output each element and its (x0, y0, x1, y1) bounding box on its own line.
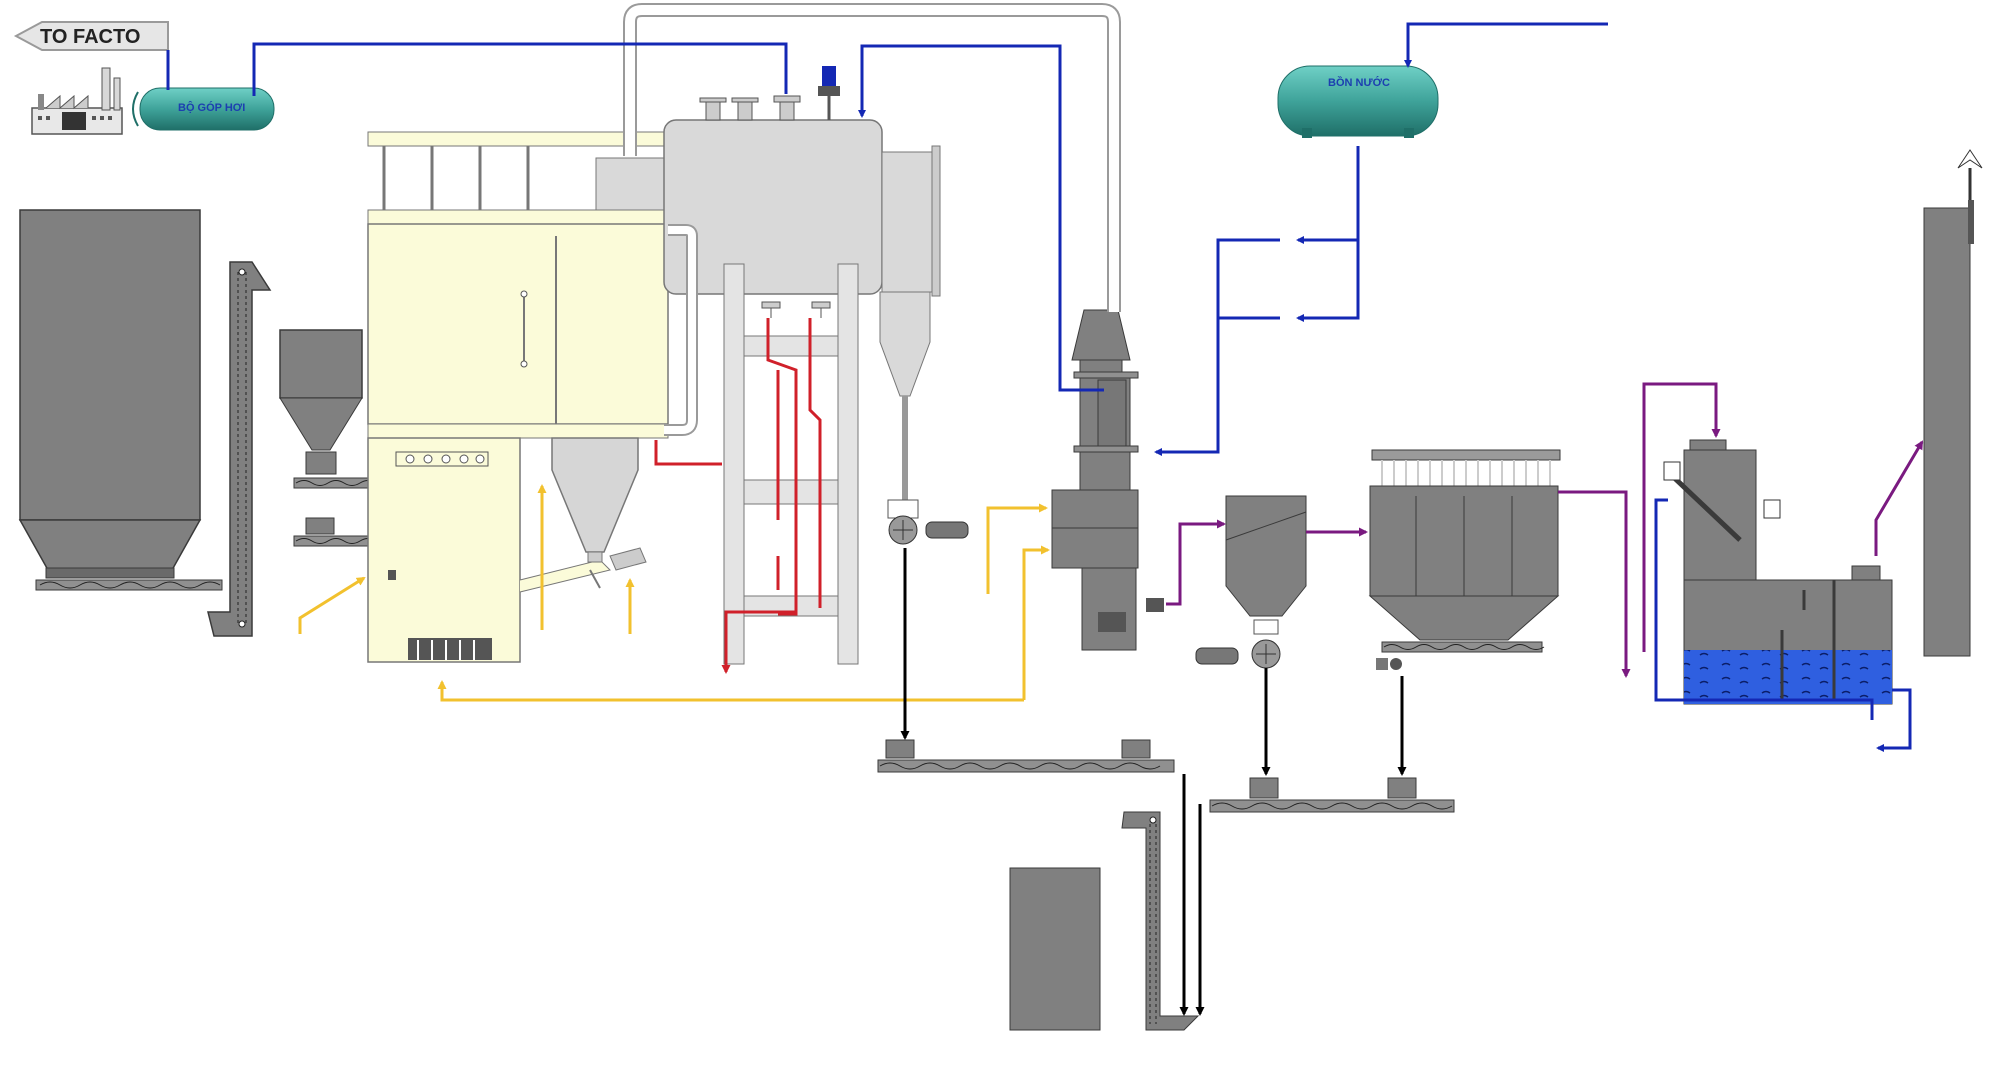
multicyclone (1195, 495, 1307, 669)
bag-filter (1368, 449, 1561, 670)
steam-pipe (623, 3, 1121, 436)
fuel-silo (18, 209, 223, 591)
steam-drum (595, 66, 883, 295)
air-preheater (879, 145, 969, 545)
ash-discharge-lines (900, 548, 1407, 1016)
wet-scrubber (1663, 439, 1893, 705)
bucket-elevator-ash (1121, 811, 1200, 1031)
ash-conveyor-1 (877, 739, 1175, 773)
chimney-stack (1923, 149, 1983, 657)
air-feed-pipes (298, 484, 1050, 702)
to-factory-label: TO FACTO (40, 26, 140, 48)
feed-hopper (279, 329, 385, 547)
factory-icon (31, 67, 123, 135)
water-pipes (166, 22, 1912, 752)
boiler-cyclone (551, 437, 647, 589)
ash-bin (1009, 867, 1101, 1031)
water-tank: BỒN NƯỚC (1277, 65, 1439, 138)
valve-icon (818, 66, 840, 120)
ash-conveyor-2 (1209, 777, 1455, 813)
arrow-left-icon (13, 21, 169, 51)
to-factory-arrow: TO FACTO (13, 21, 169, 51)
water-tank-label: BỒN NƯỚC (1328, 76, 1390, 89)
economizer-tower (723, 263, 859, 665)
hot-water-pipes (654, 318, 822, 674)
burner-nozzles (408, 638, 492, 660)
flue-gas-pipes (1166, 382, 1924, 678)
steam-collector: BỘ GÓP HƠI (132, 87, 275, 131)
bucket-elevator-left (207, 261, 272, 637)
steam-collector-label: BỘ GÓP HƠI (178, 101, 245, 114)
boiler (367, 131, 669, 663)
flue-scrubber-column (1051, 309, 1164, 651)
chimney-cap-icon (1957, 149, 1983, 169)
